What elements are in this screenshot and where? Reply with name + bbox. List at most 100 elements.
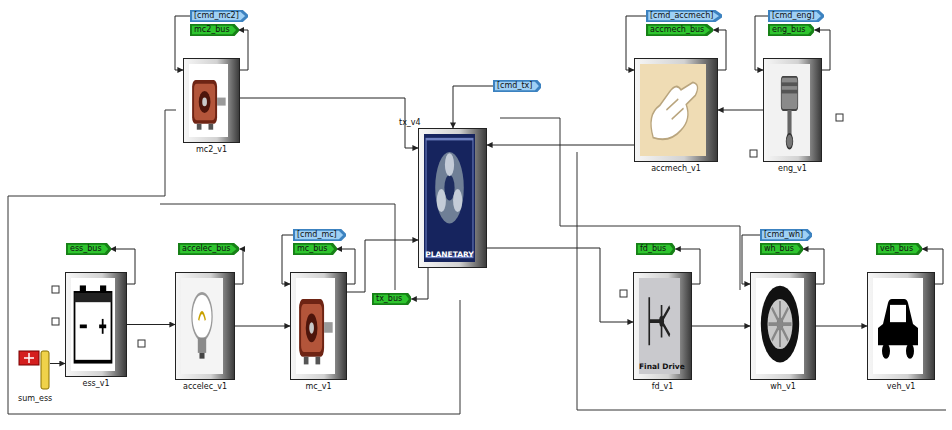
tag-label: [cmd_accmech]	[650, 11, 713, 20]
component-block: mc2_v1	[183, 58, 240, 143]
tag-label: [cmd_wh]	[764, 230, 803, 239]
tag-outline	[493, 80, 540, 92]
component-block: Final Drivefd_v1	[633, 272, 692, 380]
component-icon	[640, 64, 706, 156]
block-name: fd_v1	[652, 382, 674, 391]
feedback-wire	[460, 300, 461, 414]
icon-caption: PLANETARY	[424, 250, 475, 259]
tag-label: eng_bus	[772, 25, 805, 34]
block-name: ess_v1	[82, 379, 109, 388]
tag-label: mc_bus	[297, 244, 328, 253]
tag-outline	[179, 243, 239, 255]
signal-connector	[347, 240, 418, 292]
tag-outline	[768, 24, 813, 36]
bus-tag: accmech_bus	[646, 24, 713, 36]
goto-tag: [cmd_mc]	[293, 229, 346, 241]
component-icon	[756, 278, 804, 374]
tag-label: accmech_bus	[650, 25, 704, 34]
component-icon	[873, 278, 923, 374]
feedback-wire	[8, 196, 9, 414]
block-name: accmech_v1	[651, 164, 701, 173]
block-name: sum_ess	[18, 394, 52, 403]
component-icon	[639, 278, 680, 374]
goto-tag: [cmd_tx]	[493, 80, 541, 92]
tag-label: accelec_bus	[182, 244, 230, 253]
tag-outline	[372, 293, 410, 305]
tag-label: [cmd_eng]	[772, 11, 815, 20]
signal-connector	[453, 86, 493, 128]
tag-label: [cmd_tx]	[497, 81, 532, 90]
bus-tag: mc_bus	[293, 243, 337, 255]
component-icon	[189, 64, 228, 137]
signal-connector	[239, 30, 248, 70]
signal-connector	[692, 326, 750, 327]
tag-label: fd_bus	[640, 244, 666, 253]
block-name: mc2_v1	[196, 145, 227, 154]
signal-connector	[235, 249, 243, 284]
component-icon	[424, 134, 475, 262]
tag-outline	[760, 243, 802, 255]
bus-tag: mc2_bus	[190, 24, 239, 36]
signal-connector	[240, 98, 418, 148]
tag-outline	[293, 243, 336, 255]
goto-tag: [cmd_mc2]	[190, 10, 248, 22]
bus-tag: wh_bus	[760, 243, 803, 255]
component-block: wh_v1	[750, 272, 816, 380]
feedback-wire	[577, 152, 946, 410]
tag-outline	[647, 10, 722, 22]
component-block: eng_v1	[763, 58, 822, 162]
component-block: mc_v1	[290, 272, 347, 380]
signal-connector	[127, 324, 175, 325]
signal-connector	[816, 326, 867, 327]
block-name: wh_v1	[770, 382, 795, 391]
tag-outline	[294, 229, 346, 241]
bus-tag: ess_bus	[66, 243, 111, 255]
block-name: tx_v4	[399, 118, 421, 127]
component-block: PLANETARYtx_v4	[418, 128, 487, 268]
port-terminal	[750, 150, 757, 157]
tag-outline	[66, 243, 110, 255]
port-terminal	[52, 286, 59, 293]
component-icon	[769, 64, 810, 156]
tag-label: tx_bus	[376, 294, 402, 303]
bus-tag: tx_bus	[372, 293, 411, 305]
tag-outline	[636, 243, 674, 255]
bus-tag: eng_bus	[768, 24, 814, 36]
sum-block: sum_ess	[18, 350, 50, 390]
component-icon	[71, 278, 115, 371]
tag-label: mc2_bus	[194, 25, 230, 34]
signal-connector	[487, 248, 633, 322]
signal-connector	[718, 110, 763, 111]
block-name: mc_v1	[305, 382, 331, 391]
component-block: accmech_v1	[634, 58, 718, 162]
component-icon	[181, 278, 223, 374]
block-name: veh_v1	[887, 382, 916, 391]
feedback-wire	[8, 414, 460, 415]
tag-label: ess_bus	[70, 244, 102, 253]
port-terminal	[52, 318, 59, 325]
bus-tag: fd_bus	[636, 243, 675, 255]
tag-outline	[191, 10, 248, 22]
signal-connector	[487, 145, 634, 146]
tag-outline	[761, 229, 812, 241]
tag-label: [cmd_mc]	[297, 230, 337, 239]
port-terminal	[836, 114, 843, 121]
bus-tag: veh_bus	[876, 243, 922, 255]
block-name: accelec_v1	[183, 382, 227, 391]
component-block: veh_v1	[867, 272, 935, 380]
goto-tag: [cmd_accmech]	[646, 10, 722, 22]
tag-outline	[190, 24, 238, 36]
signal-connector	[411, 268, 428, 299]
tag-outline	[647, 24, 713, 36]
component-block: ess_v1	[65, 272, 127, 377]
feedback-wire	[8, 110, 176, 196]
goto-tag: [cmd_wh]	[760, 229, 812, 241]
component-block: accelec_v1	[175, 272, 235, 380]
tag-outline	[876, 243, 921, 255]
block-name: eng_v1	[778, 164, 807, 173]
signal-connector	[235, 326, 290, 327]
tag-label: veh_bus	[880, 244, 913, 253]
tag-outline	[769, 10, 823, 22]
tag-label: [cmd_mc2]	[194, 11, 239, 20]
component-icon	[296, 278, 335, 374]
